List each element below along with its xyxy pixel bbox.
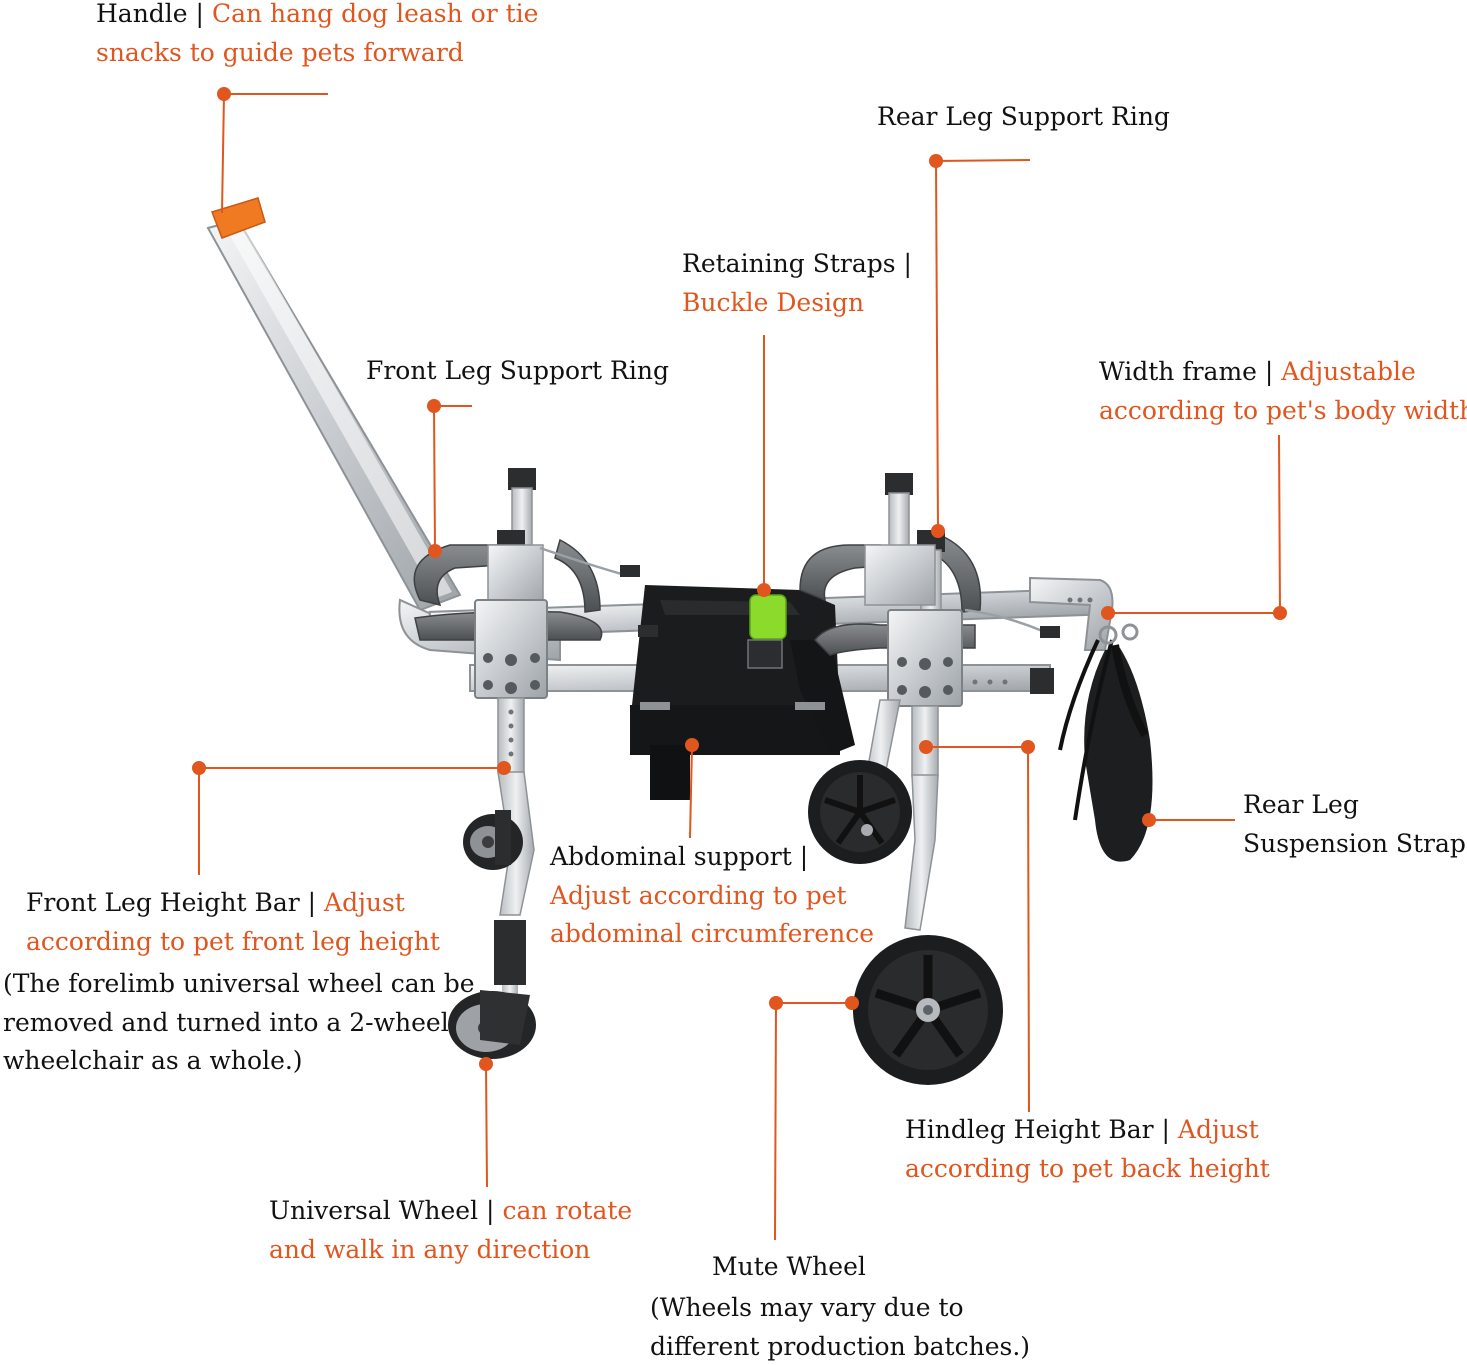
universal-desc-2: and walk in any direction (269, 1234, 591, 1264)
callout-mute-wheel: Mute Wheel (712, 1248, 866, 1287)
callout-hind-height: Hindleg Height Bar | Adjust according to… (905, 1111, 1270, 1188)
handle-grip (211, 197, 266, 239)
handle-title: Handle (96, 0, 188, 28)
front-height-note: (The forelimb universal wheel can be rem… (3, 965, 475, 1081)
front-height-bar (474, 599, 548, 1015)
front-height-sep: | (299, 888, 325, 917)
mute-wheel-front (853, 935, 1003, 1085)
mute-note-1: (Wheels may vary due to (650, 1293, 964, 1322)
callout-front-height: Front Leg Height Bar | Adjust according … (26, 884, 440, 961)
callout-handle: Handle | Can hang dog leash or tie snack… (96, 0, 538, 72)
callout-rear-ring: Rear Leg Support Ring (877, 98, 1170, 137)
universal-sep: | (478, 1196, 503, 1225)
front-ring-title: Front Leg Support Ring (366, 356, 669, 385)
leader-dots (192, 87, 1287, 1071)
front-caster-upper (463, 810, 523, 870)
callout-abdominal: Abdominal support | Adjust according to … (550, 838, 874, 954)
rear-strap-line-1: Rear Leg (1243, 790, 1359, 819)
straps-desc: Buckle Design (682, 287, 865, 317)
straps-title: Retaining Straps | (682, 249, 912, 278)
callout-front-ring: Front Leg Support Ring (366, 352, 669, 391)
front-height-desc-2: according to pet front leg height (26, 926, 440, 956)
front-height-note-1: (The forelimb universal wheel can be (3, 969, 475, 998)
mute-note: (Wheels may vary due to different produc… (650, 1289, 1030, 1365)
width-sep: | (1256, 357, 1282, 386)
width-title: Width frame (1099, 357, 1257, 386)
handle-sep: | (187, 0, 212, 28)
mute-note-2: different production batches.) (650, 1331, 1031, 1361)
abdominal-support (630, 585, 855, 800)
abdominal-desc: Adjust according to pet (550, 880, 847, 910)
callout-width-frame: Width frame | Adjustable according to pe… (1099, 353, 1467, 430)
hind-height-sep: | (1153, 1115, 1178, 1144)
brake-cables (539, 546, 1046, 634)
hind-height-bar (861, 609, 963, 931)
callout-universal-wheel: Universal Wheel | can rotate and walk in… (269, 1192, 632, 1269)
front-height-note-3: wheelchair as a whole.) (3, 1046, 303, 1075)
abdominal-desc-2: abdominal circumference (550, 919, 875, 948)
width-desc-2: according to pet's body width (1099, 395, 1467, 425)
front-caster-lower (448, 990, 536, 1059)
hind-height-title: Hindleg Height Bar (905, 1115, 1154, 1144)
callout-rear-suspension: Rear Leg Suspension Strap (1243, 786, 1466, 863)
green-buckle-strap (749, 594, 787, 640)
handle-desc-2: snacks to guide pets forward (96, 37, 464, 67)
callout-retaining-straps: Retaining Straps | Buckle Design (682, 245, 912, 322)
universal-title: Universal Wheel (269, 1196, 479, 1225)
abdominal-title: Abdominal support | (550, 842, 809, 871)
width-desc: Adjustable (1281, 357, 1416, 386)
rear-suspension-strap (1058, 623, 1153, 862)
hind-height-desc-2: according to pet back height (905, 1153, 1270, 1183)
front-height-desc: Adjust (324, 888, 405, 917)
handle-desc: Can hang dog leash or tie (211, 0, 539, 28)
rear-strap-line-2: Suspension Strap (1243, 828, 1466, 858)
front-height-note-2: removed and turned into a 2-wheel (3, 1007, 449, 1037)
universal-desc: can rotate (502, 1196, 633, 1225)
mute-wheel-back (808, 760, 912, 864)
mute-title: Mute Wheel (712, 1252, 866, 1281)
rear-ring-title: Rear Leg Support Ring (877, 102, 1170, 131)
front-height-title: Front Leg Height Bar (26, 888, 300, 917)
hind-height-desc: Adjust (1177, 1115, 1259, 1144)
